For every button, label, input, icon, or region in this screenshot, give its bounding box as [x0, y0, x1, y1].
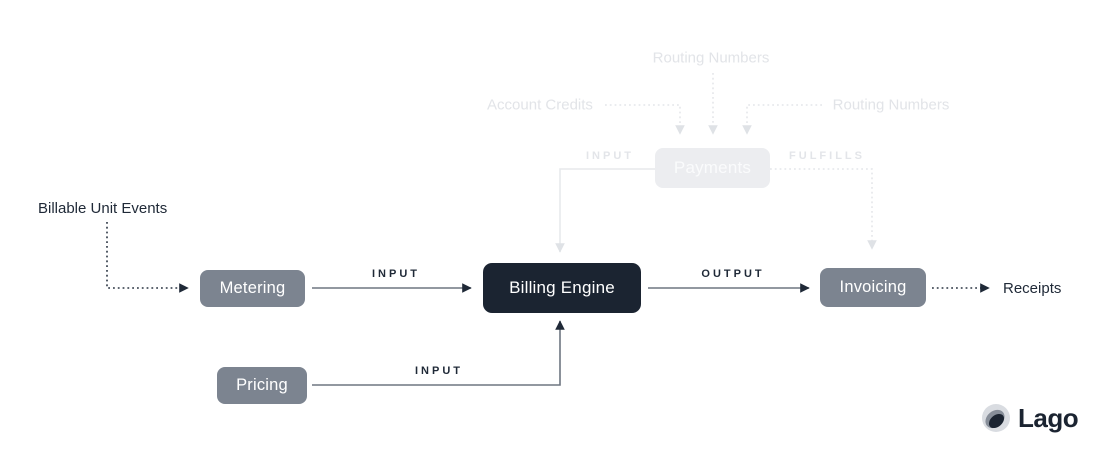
node-invoicing: Invoicing	[820, 268, 926, 307]
edge-payments-to-invoicing	[770, 168, 877, 250]
annotation-billable-unit-events: Billable Unit Events	[38, 200, 168, 217]
node-invoicing-label: Invoicing	[839, 278, 907, 296]
node-pricing: Pricing	[217, 367, 307, 404]
annotation-account-credits: Account Credits	[487, 96, 593, 114]
lago-logo-icon	[982, 404, 1010, 432]
annotation-receipts: Receipts	[1003, 280, 1062, 297]
edge-payments-to-billing-engine	[555, 168, 655, 253]
edge-label-payments-input: INPUT	[586, 150, 634, 162]
edge-label-fulfills: FULFILLS	[789, 150, 865, 162]
node-billing-engine: Billing Engine	[483, 263, 641, 313]
node-pricing-label: Pricing	[236, 376, 288, 394]
node-payments-label: Payments	[673, 158, 752, 177]
edge-label-metering-input: INPUT	[372, 268, 420, 280]
annotation-routing-numbers-right: Routing Numbers	[832, 96, 950, 114]
edge-label-output: OUTPUT	[701, 268, 765, 280]
annotation-routing-numbers-top: Routing Numbers	[652, 49, 770, 67]
node-metering-label: Metering	[219, 279, 286, 297]
node-metering: Metering	[200, 270, 305, 307]
lago-logo-wordmark: Lago	[1018, 403, 1079, 433]
edge-billable-unit-events-to-metering	[106, 222, 189, 293]
node-payments: Payments	[655, 148, 770, 188]
lago-logo: Lago	[981, 403, 1079, 433]
edge-account-credits-to-payments	[605, 104, 685, 135]
edge-label-pricing-input: INPUT	[415, 365, 463, 377]
edge-routing-numbers-right-to-payments	[742, 104, 822, 135]
node-billing-engine-label: Billing Engine	[509, 278, 615, 297]
